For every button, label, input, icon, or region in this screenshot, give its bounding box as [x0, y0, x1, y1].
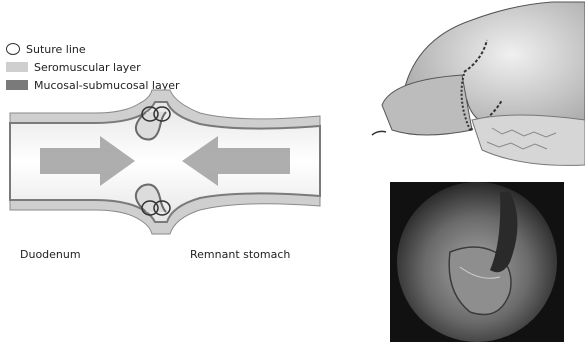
endoscopic-image	[390, 182, 564, 342]
anastomosis-schematic	[0, 28, 330, 268]
gastroduodenal-illustration	[352, 0, 585, 170]
omentum	[472, 115, 585, 165]
remnant-stomach-label: Remnant stomach	[190, 248, 290, 261]
duodenum-stump	[382, 75, 472, 135]
vessel-stub	[372, 131, 386, 135]
duodenum-label: Duodenum	[20, 248, 81, 261]
